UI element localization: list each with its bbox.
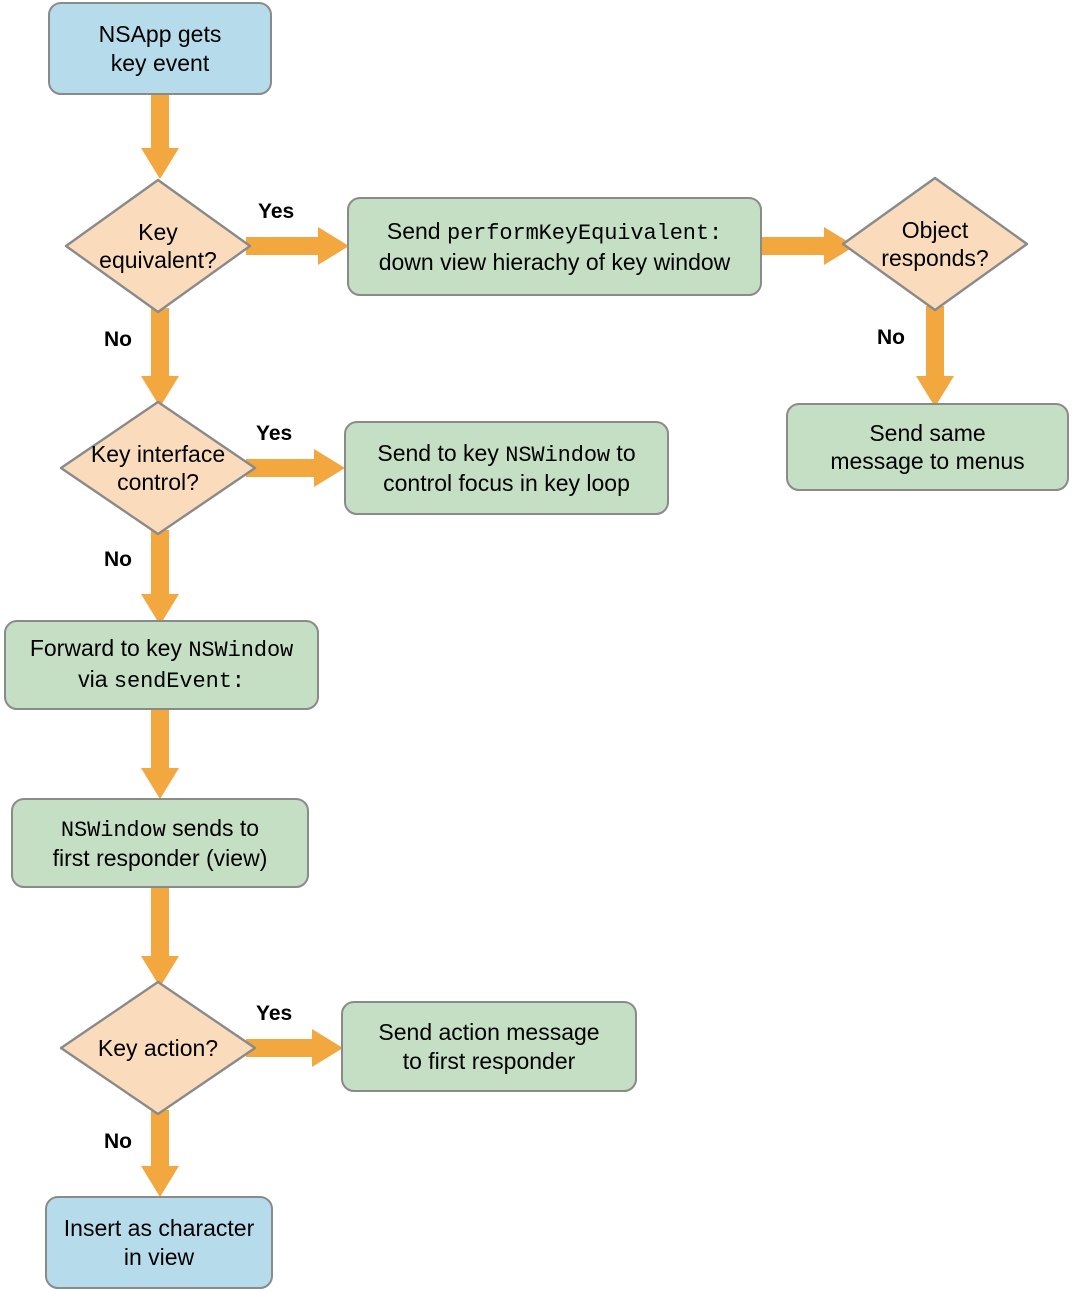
node-send-same-message-to-menus[interactable]: Send same message to menus <box>786 403 1069 491</box>
node-label: Key equivalent? <box>99 218 217 273</box>
node-label: Send same message to menus <box>830 419 1025 474</box>
node-label: NSWindow sends to first responder (view) <box>52 814 268 872</box>
edge-label-key-equivalent-no: No <box>104 328 132 351</box>
diamond-shape <box>64 178 252 314</box>
arrow-perform-to-object-responds <box>760 226 856 266</box>
arrow-key-equivalent-yes <box>246 226 350 266</box>
arrow-nswindow-sends-to-key-action <box>140 886 180 988</box>
node-send-to-key-nswindow-focus[interactable]: Send to key NSWindow to control focus in… <box>344 421 669 515</box>
edge-label-key-equivalent-yes: Yes <box>258 200 295 223</box>
node-key-interface-control[interactable]: Key interface control? <box>59 400 257 536</box>
diamond-shape <box>841 176 1029 312</box>
node-object-responds[interactable]: Object responds? <box>841 176 1029 312</box>
node-forward-to-key-nswindow[interactable]: Forward to key NSWindow via sendEvent: <box>4 620 319 710</box>
node-label: Forward to key NSWindow via sendEvent: <box>29 635 294 694</box>
node-nsapp-gets-key-event[interactable]: NSApp gets key event <box>48 2 272 95</box>
arrow-key-action-no <box>140 1110 180 1198</box>
node-send-action-message[interactable]: Send action message to first responder <box>341 1001 637 1092</box>
edge-label-object-responds-no: No <box>877 326 905 349</box>
node-label: Key interface control? <box>90 440 226 495</box>
edge-label-key-action-no: No <box>104 1130 132 1153</box>
node-label: Send to key NSWindow to control focus in… <box>377 439 636 497</box>
node-key-action[interactable]: Key action? <box>59 980 257 1116</box>
diamond-shape <box>59 400 257 536</box>
diamond-shape <box>59 980 257 1116</box>
node-send-perform-key-equivalent[interactable]: Send performKeyEquivalent: down view hie… <box>347 197 762 296</box>
node-key-equivalent[interactable]: Key equivalent? <box>64 178 252 314</box>
node-label: Send action message to first responder <box>378 1019 600 1074</box>
arrow-key-action-yes <box>246 1028 344 1068</box>
arrow-forward-to-nswindow-sends <box>140 708 180 800</box>
node-label: Object responds? <box>881 216 989 271</box>
node-label: Insert as character in view <box>63 1215 255 1270</box>
arrow-key-interface-control-no <box>140 530 180 626</box>
edge-label-key-interface-control-no: No <box>104 548 132 571</box>
node-nswindow-sends-to-first-responder[interactable]: NSWindow sends to first responder (view) <box>11 798 309 888</box>
edge-label-key-interface-control-yes: Yes <box>256 422 293 445</box>
arrow-key-interface-control-yes <box>246 448 346 488</box>
node-label: Key action? <box>97 1034 219 1061</box>
node-label: NSApp gets key event <box>98 21 222 76</box>
node-label: Send performKeyEquivalent: down view hie… <box>378 218 731 275</box>
arrow-nsapp-to-key-equivalent <box>140 94 180 180</box>
arrow-object-responds-no <box>915 306 955 408</box>
node-insert-as-character[interactable]: Insert as character in view <box>45 1196 273 1289</box>
arrow-key-equivalent-no <box>140 308 180 408</box>
edge-label-key-action-yes: Yes <box>256 1002 293 1025</box>
